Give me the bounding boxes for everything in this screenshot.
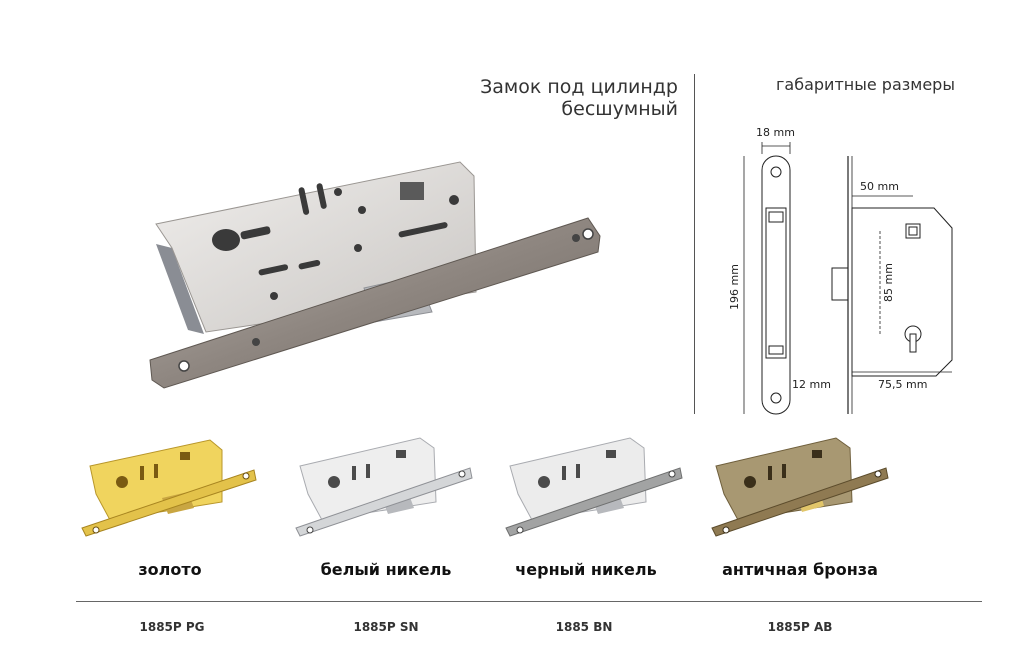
dim-bottom-offset: 12 mm bbox=[792, 378, 831, 391]
variant-image-white-nickel bbox=[290, 436, 490, 546]
title-line-2: бесшумный bbox=[561, 98, 678, 120]
variant-image-antique-bronze bbox=[706, 436, 906, 546]
title-line-1: Замок под цилиндр bbox=[480, 76, 678, 98]
variant-label-antique-bronze: античная бронза bbox=[722, 560, 878, 579]
dim-faceplate-width: 18 mm bbox=[756, 126, 795, 139]
variant-label-white-nickel: белый никель bbox=[320, 560, 452, 579]
variant-image-black-nickel bbox=[500, 436, 700, 546]
variant-code-gold: 1885P PG bbox=[139, 620, 205, 634]
product-title: Замок под цилиндр бесшумный bbox=[480, 76, 678, 120]
dim-body-depth: 75,5 mm bbox=[878, 378, 927, 391]
section-divider bbox=[694, 74, 695, 414]
main-lock-image bbox=[149, 161, 601, 389]
variant-image-gold bbox=[70, 436, 270, 546]
dim-center-distance: 85 mm bbox=[882, 263, 895, 302]
dim-faceplate-height: 196 mm bbox=[728, 264, 741, 310]
dimension-schematic: 18 mm 196 mm 12 mm 50 mm 85 mm 75,5 mm bbox=[728, 126, 953, 415]
variant-code-white-nickel: 1885P SN bbox=[353, 620, 419, 634]
footer-divider bbox=[76, 601, 982, 602]
variant-code-antique-bronze: 1885P AB bbox=[767, 620, 833, 634]
variant-label-gold: золото bbox=[138, 560, 202, 579]
variant-code-black-nickel: 1885 BN bbox=[555, 620, 613, 634]
dim-backset: 50 mm bbox=[860, 180, 899, 193]
dimensions-heading: габаритные размеры bbox=[776, 75, 955, 94]
variant-label-black-nickel: черный никель bbox=[515, 560, 657, 579]
